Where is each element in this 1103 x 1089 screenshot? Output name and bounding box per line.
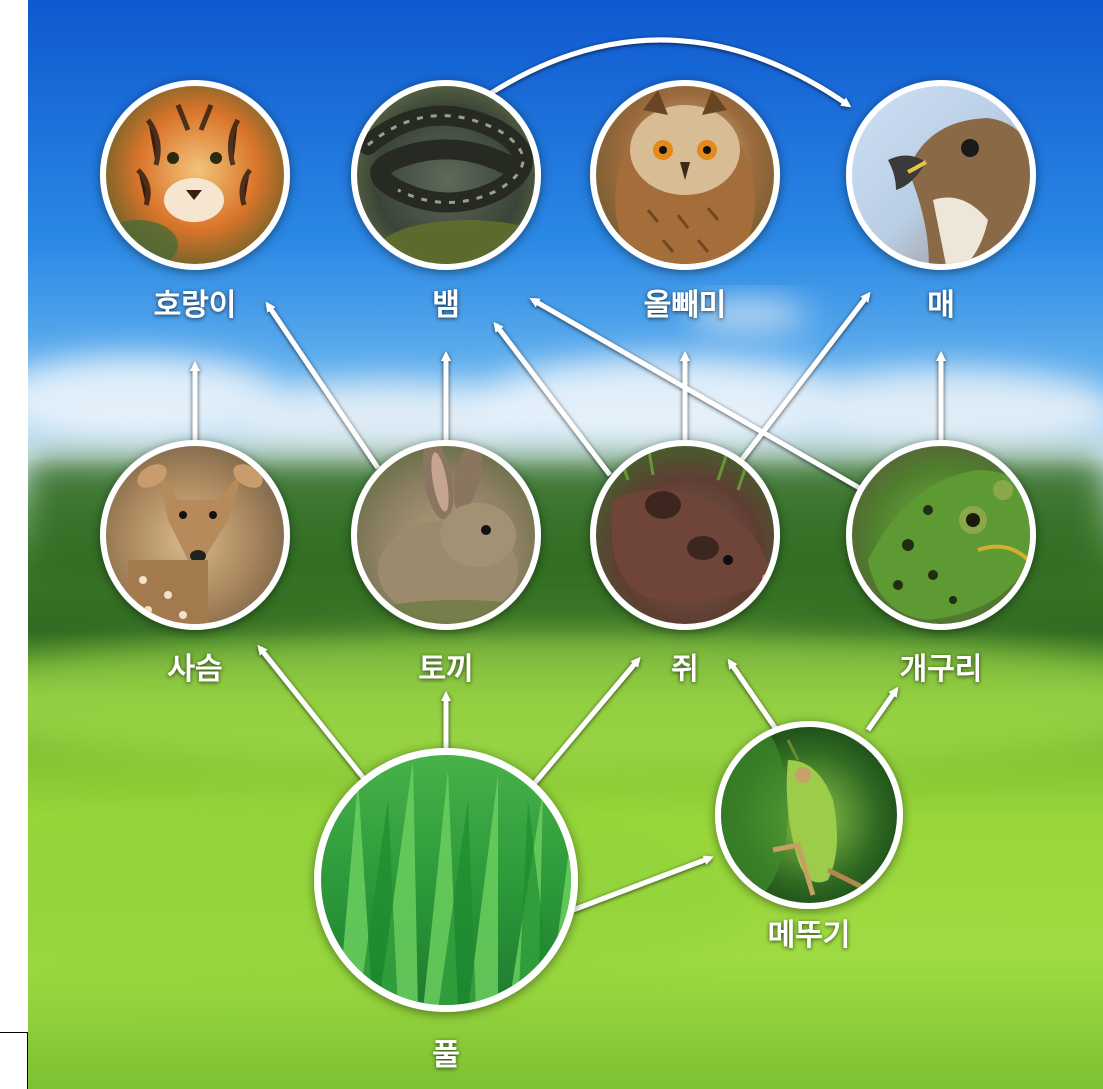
label-grass: 풀 [432,1038,460,1073]
label-mouse: 쥐 [671,652,699,687]
arrow-rabbit-to-tiger [265,301,381,470]
label-deer: 사슴 [167,652,222,687]
label-tiger: 호랑이 [154,288,237,323]
node-mouse [590,440,780,630]
edge-border [0,1032,28,1089]
node-grasshopper [715,721,903,909]
node-grass [314,748,578,1012]
node-hawk [846,80,1036,270]
label-owl: 올빼미 [644,288,727,323]
arrow-grasshopper-to-frog [865,686,899,732]
arrow-frog-to-snake [529,297,865,493]
label-snake: 뱀 [432,288,460,323]
arrow-grass-to-deer [257,644,375,792]
node-owl [590,80,780,270]
label-grasshopper: 메뚜기 [768,918,851,953]
node-frog [846,440,1036,630]
label-rabbit: 토끼 [418,652,473,687]
arrow-snake-to-hawk [486,37,852,108]
arrow-grass-to-mouse [531,656,641,787]
node-deer [100,440,290,630]
arrow-mouse-to-snake [493,321,612,477]
arrow-grasshopper-to-mouse [727,658,783,737]
arrow-mouse-to-hawk [738,291,871,464]
label-hawk: 매 [927,288,955,323]
node-tiger [100,80,290,270]
label-frog: 개구리 [900,652,983,687]
arrow-grass-to-grasshopper [572,855,714,913]
node-rabbit [351,440,541,630]
node-snake [351,80,541,270]
food-web-canvas: 호랑이 뱀 올빼미 매 사슴 토끼 쥐 개구리 풀 메뚜기 [28,0,1103,1089]
arrows [190,37,946,913]
food-web-diagram: 호랑이 뱀 올빼미 매 사슴 토끼 쥐 개구리 풀 메뚜기 [28,0,1103,1089]
